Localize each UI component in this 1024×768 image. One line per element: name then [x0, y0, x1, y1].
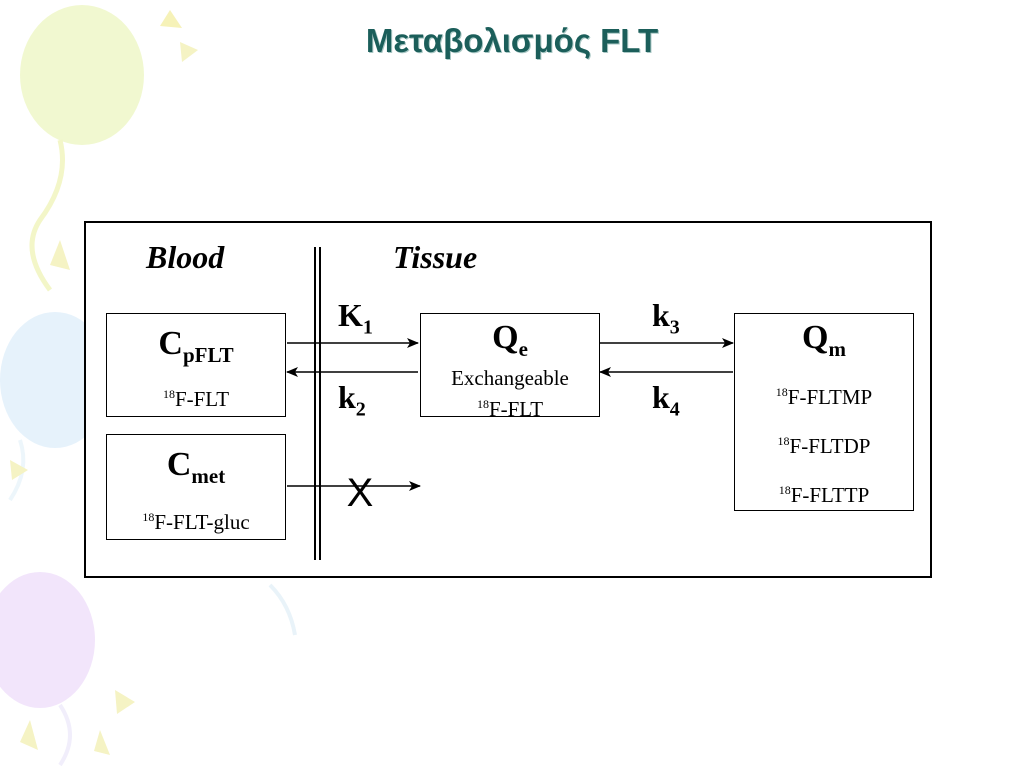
qm-compound-3: 18F-FLTTP: [778, 482, 870, 507]
cmet-compound: 18F-FLT-gluc: [142, 509, 250, 534]
page-title: Μεταβολισμός FLT: [365, 22, 659, 59]
rate-k1: K1: [338, 297, 373, 339]
qe-box: Qe Exchangeable 18F-FLT: [420, 313, 600, 421]
qe-symbol: Qe: [492, 319, 528, 361]
rate-k4: k4: [652, 379, 680, 421]
qe-description: Exchangeable: [451, 365, 569, 390]
blocked-x-mark: X: [347, 471, 374, 515]
tissue-label: Tissue: [393, 239, 478, 275]
rate-k2: k2: [338, 379, 366, 421]
cpflt-box: CpFLT 18F-FLT: [106, 313, 286, 417]
qm-box: Qm 18F-FLTMP 18F-FLTDP 18F-FLTTP: [734, 313, 914, 511]
diagram-arrows: X: [286, 247, 734, 560]
cpflt-compound: 18F-FLT: [162, 386, 230, 411]
qm-compound-1: 18F-FLTMP: [775, 384, 873, 409]
compartment-diagram: X Blood Tissue CpFLT 18F-FLT Cmet 18F-FL…: [84, 221, 932, 578]
cpflt-symbol: CpFLT: [158, 325, 234, 367]
qm-symbol: Qm: [802, 319, 846, 361]
cmet-symbol: Cmet: [166, 446, 226, 488]
blood-label: Blood: [146, 239, 225, 275]
cmet-box: Cmet 18F-FLT-gluc: [106, 434, 286, 540]
qe-compound: 18F-FLT: [476, 396, 544, 421]
qm-compound-2: 18F-FLTDP: [777, 433, 871, 458]
rate-k3: k3: [652, 297, 680, 339]
